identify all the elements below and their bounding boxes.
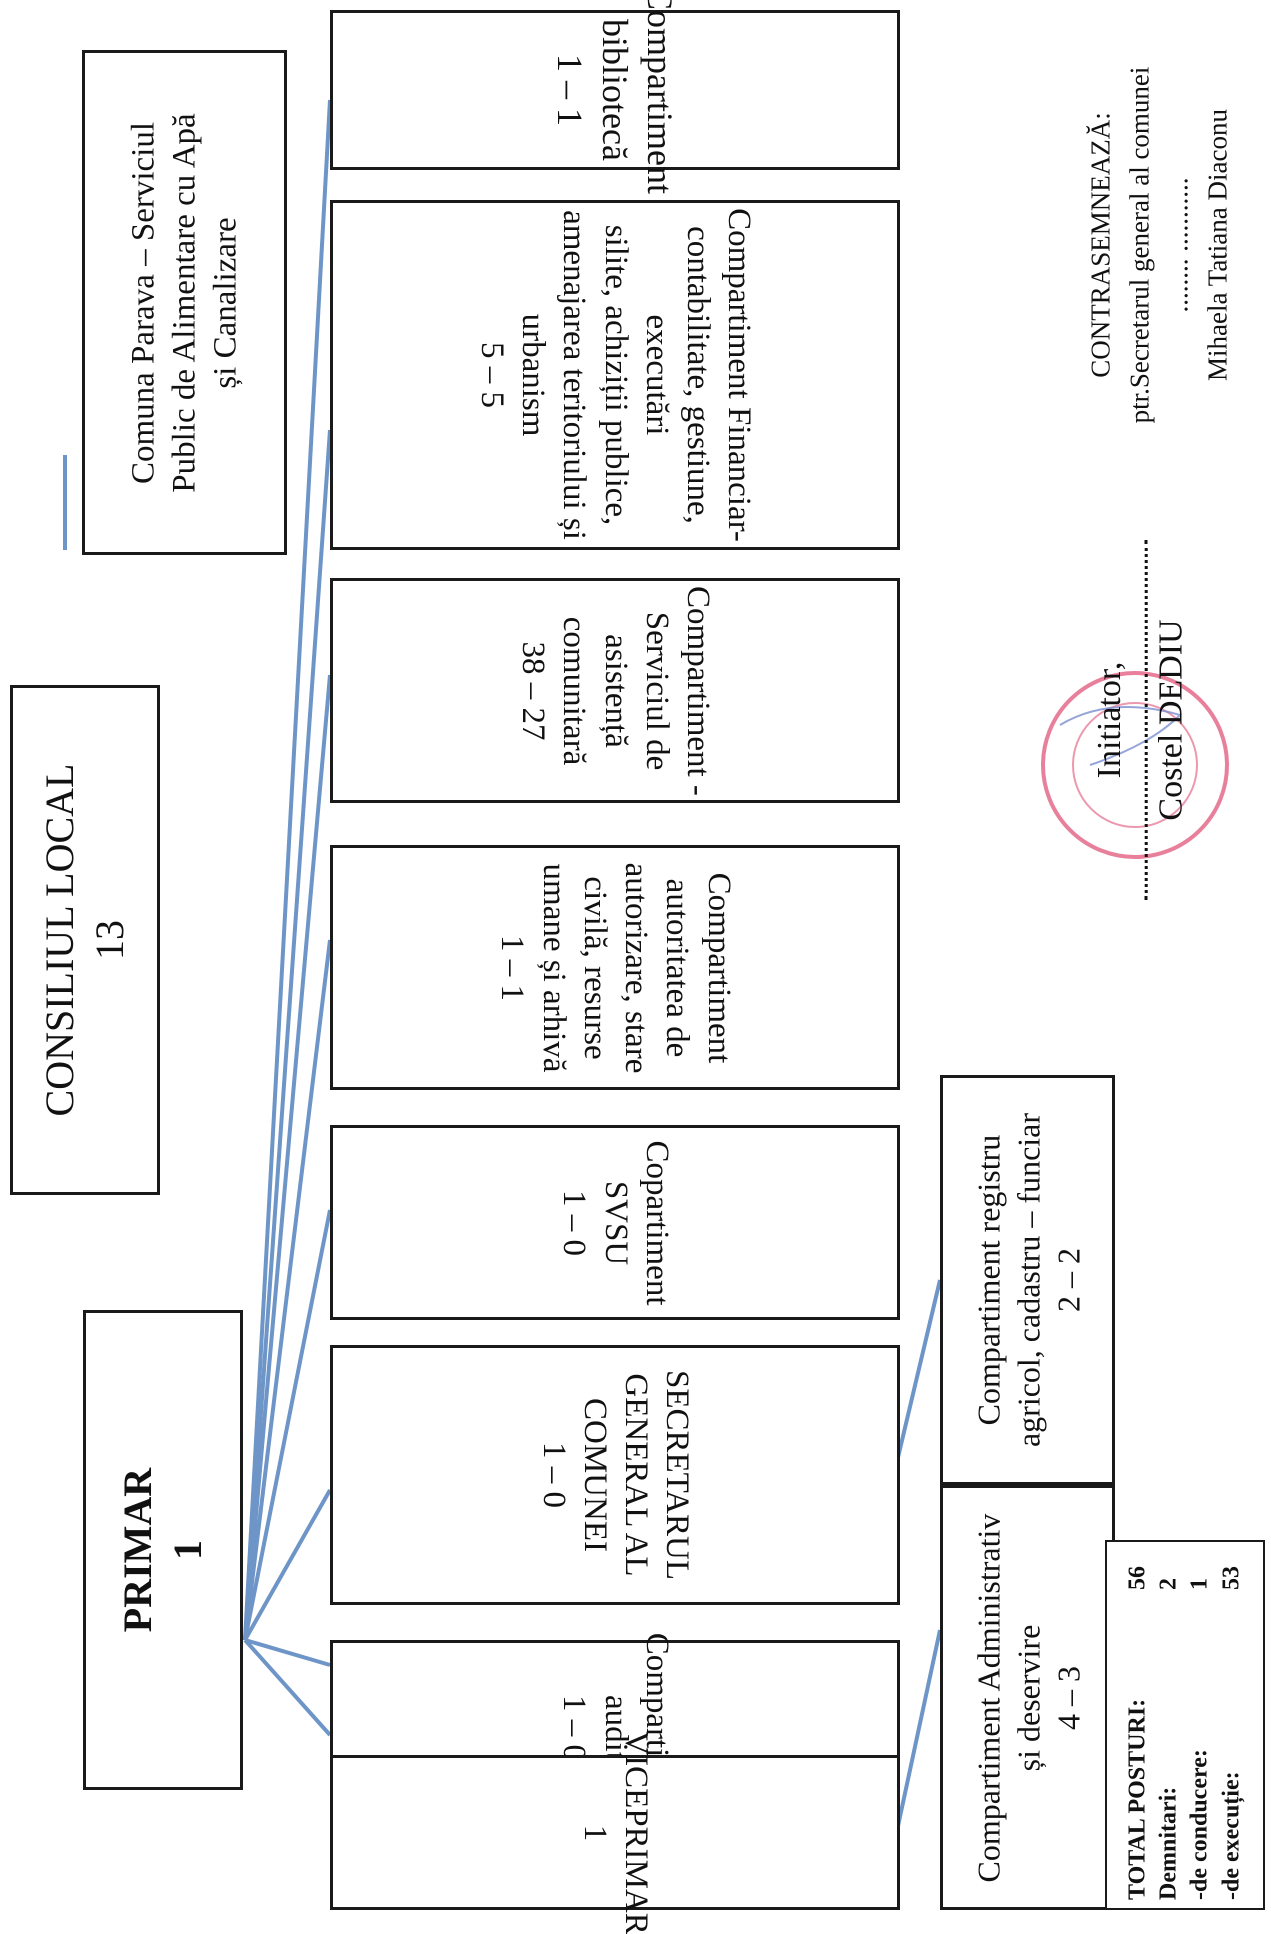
- asistenta-box: Compartiment - Serviciul de asistență co…: [330, 578, 900, 803]
- conducere-row: -de conducere: 1: [1185, 1550, 1216, 1900]
- executie-value: 53: [1218, 1566, 1245, 1590]
- initiator-name: Costel DEDIU: [1152, 619, 1190, 821]
- total-posturi-value: 56: [1124, 1566, 1151, 1590]
- official-stamp: [1041, 671, 1229, 859]
- consiliul-local-box: CONSILIUL LOCAL 13: [10, 685, 160, 1195]
- asistenta-line-1: Compartiment - Serviciul de: [638, 585, 717, 796]
- primar-title: PRIMAR: [115, 1467, 160, 1633]
- secretar-box: SECRETARUL GENERAL AL COMUNEI 1 – 0: [330, 1345, 900, 1605]
- financiar-line-2: contabilitate, gestiune, executări: [638, 226, 717, 524]
- executie-label: -de execuție:: [1218, 1771, 1245, 1900]
- contrasemneaza-title: CONTRASEMNEAZĂ:: [1085, 112, 1116, 378]
- biblioteca-label: Compartiment bibliotecă: [595, 0, 681, 194]
- audit-count: 1 – 0: [556, 1694, 593, 1761]
- contrasemneaza-name: Mihaela Tatiana Diaconu: [1203, 109, 1234, 382]
- total-posturi-row: TOTAL POSTURI: 56: [1123, 1550, 1154, 1900]
- administrativ-count: 4 – 3: [1049, 1665, 1086, 1730]
- serviciu-line-2: Public de Alimentare cu Apă: [165, 112, 202, 493]
- biblioteca-box: Compartiment bibliotecă 1 – 1: [330, 0, 900, 194]
- total-posturi-label: TOTAL POSTURI:: [1124, 1698, 1151, 1900]
- consiliul-local-title: CONSILIUL LOCAL: [37, 763, 82, 1117]
- administrativ-line-1: Compartiment Administrativ: [969, 1513, 1006, 1882]
- viceprimar-box: VICEPRIMAR 1: [330, 1731, 900, 1934]
- biblioteca-count: 1 – 1: [550, 54, 591, 126]
- executie-row: -de execuție: 53: [1216, 1550, 1247, 1900]
- contrasemneaza-dots: ........ ...........: [1164, 177, 1194, 313]
- contrasemneaza-role: ptr.Secretarul general al comunei: [1124, 66, 1155, 424]
- registru-line-2: agricol, cadastru – funciar: [1009, 1112, 1046, 1448]
- financiar-line-4: amenajarea teritoriului și: [556, 210, 593, 540]
- financiar-line-1: Compartiment Financiar-: [721, 208, 758, 542]
- conducere-value: 1: [1187, 1578, 1213, 1590]
- autoritate-count: 1 – 1: [494, 934, 531, 1001]
- svsu-box: Copartiment SVSU 1 – 0: [330, 1125, 900, 1320]
- financiar-line-3: silite, achiziții publice,: [597, 224, 634, 526]
- registru-box: Compartiment registru agricol, cadastru …: [940, 1075, 1115, 1485]
- serviciu-line-1: Comuna Parava – Serviciul: [124, 121, 161, 484]
- autoritate-line-2: autorizare, stare civilă, resurse: [577, 862, 655, 1073]
- serviciu-line-3: și Canalizare: [207, 216, 244, 389]
- financiar-line-5: urbanism: [515, 313, 552, 437]
- serviciul-public-box: Comuna Parava – Serviciul Public de Alim…: [82, 50, 287, 555]
- demnitari-value: 2: [1155, 1578, 1182, 1590]
- primar-box: PRIMAR 1: [83, 1310, 243, 1790]
- registru-count: 2 – 2: [1049, 1248, 1086, 1312]
- conducere-label: -de conducere:: [1187, 1749, 1213, 1900]
- viceprimar-label: VICEPRIMAR: [618, 1730, 655, 1934]
- secretar-count: 1 – 0: [535, 1442, 572, 1508]
- asistenta-line-2: asistență comunitară: [556, 616, 634, 765]
- autoritate-line-1: Compartiment autoritatea de: [659, 872, 737, 1063]
- svsu-label: Copartiment SVSU: [597, 1140, 675, 1305]
- totals-box: TOTAL POSTURI: 56 Demnitari: 2 -de conduce…: [1105, 1540, 1265, 1910]
- registru-line-1: Compartiment registru: [969, 1134, 1006, 1426]
- administrativ-box: Compartiment Administrativ și deservire …: [940, 1485, 1115, 1910]
- initiator-label: Initiator,: [1091, 661, 1129, 779]
- financiar-count: 5 – 5: [473, 342, 510, 408]
- demnitari-label: Demnitari:: [1155, 1786, 1182, 1900]
- autoritate-line-3: umane și arhivă: [535, 863, 572, 1072]
- secretar-line-1: SECRETARUL GENERAL AL: [618, 1369, 696, 1581]
- administrativ-line-2: și deservire: [1009, 1624, 1046, 1771]
- viceprimar-count: 1: [577, 1824, 613, 1841]
- demnitari-row: Demnitari: 2: [1154, 1550, 1185, 1900]
- asistenta-count: 38 – 27: [515, 641, 552, 740]
- svsu-count: 1 – 0: [556, 1189, 593, 1256]
- primar-count: 1: [165, 1540, 210, 1560]
- secretar-line-2: COMUNEI: [577, 1398, 613, 1552]
- autoritate-box: Compartiment autoritatea de autorizare, …: [330, 845, 900, 1090]
- consiliul-local-count: 13: [87, 920, 132, 960]
- financiar-box: Compartiment Financiar- contabilitate, g…: [330, 200, 900, 550]
